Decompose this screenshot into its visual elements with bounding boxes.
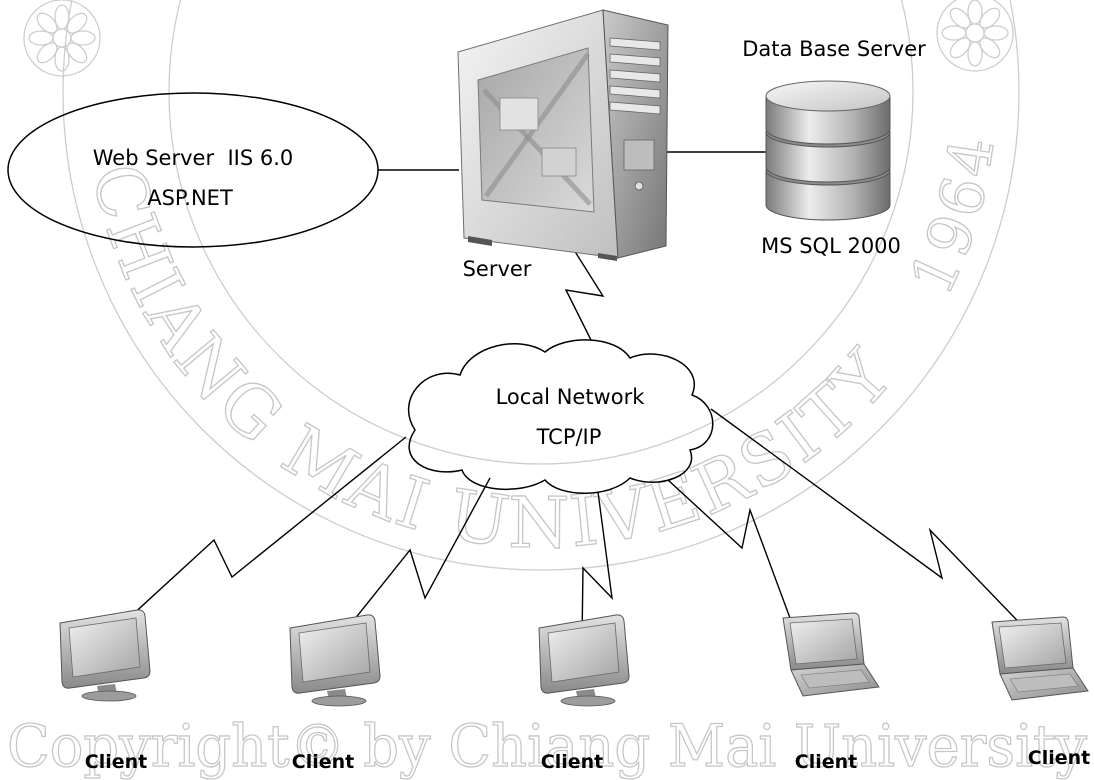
server-component bbox=[541, 147, 577, 177]
rosette-petal bbox=[66, 42, 88, 64]
rosette-petal bbox=[66, 12, 88, 34]
database-disk-top-cap bbox=[765, 80, 891, 112]
client-4: Client bbox=[782, 612, 880, 773]
server-drive-bay bbox=[609, 37, 661, 51]
seal-year-path: 1964 bbox=[896, 132, 1009, 305]
rosette-petal bbox=[54, 4, 70, 30]
web-server-node: Web Server IIS 6.0 ASP.NET bbox=[7, 92, 379, 248]
rosette-petal bbox=[983, 25, 1009, 41]
client-5: Client bbox=[991, 616, 1090, 769]
rosette-petal bbox=[54, 46, 70, 72]
web-server-ellipse bbox=[7, 92, 379, 248]
client-1: Client bbox=[59, 609, 151, 773]
rosette-ring bbox=[23, 0, 101, 77]
client-label: Client bbox=[541, 751, 603, 773]
link-network-to-client-1 bbox=[117, 436, 407, 629]
rosette-petal bbox=[28, 30, 54, 46]
rosette-petal bbox=[949, 7, 971, 29]
laptop-keyboard bbox=[800, 669, 870, 689]
server-foot bbox=[468, 236, 492, 246]
monitor-screen bbox=[547, 622, 620, 683]
laptop-screen bbox=[789, 618, 858, 665]
seal-year: 1964 bbox=[897, 133, 1009, 305]
rosette-right-emblem bbox=[936, 0, 1014, 72]
database-server-title: Data Base Server bbox=[742, 37, 926, 61]
laptop-icon bbox=[782, 612, 880, 697]
server-drive-bay bbox=[609, 69, 661, 83]
monitor-base bbox=[560, 695, 616, 707]
server-drive-bay bbox=[609, 101, 661, 115]
desktop-computer-icon bbox=[59, 609, 151, 702]
server-component bbox=[499, 97, 539, 131]
rosette-petal bbox=[967, 0, 983, 25]
seal-outer-ring bbox=[62, 0, 1020, 571]
link-server-to-network bbox=[564, 249, 605, 341]
server-drive-bay bbox=[609, 85, 661, 99]
monitor-base bbox=[81, 690, 137, 702]
client-label: Client bbox=[292, 751, 354, 773]
network-cloud bbox=[408, 339, 714, 494]
client-label: Client bbox=[85, 751, 147, 773]
database-icon bbox=[765, 80, 891, 221]
copyright-watermark: Copyright© by Chiang Mai University bbox=[7, 712, 1087, 780]
rosette-left-emblem bbox=[23, 0, 101, 77]
link-network-to-client-5 bbox=[710, 408, 1037, 641]
rosette-petal bbox=[967, 41, 983, 67]
server-front-port bbox=[623, 139, 655, 171]
rosette-petal bbox=[36, 12, 58, 34]
client-2: Client bbox=[289, 614, 381, 773]
rosette-petal bbox=[36, 42, 58, 64]
laptop-icon bbox=[991, 616, 1089, 701]
rosette-petal bbox=[70, 30, 96, 46]
monitor-base bbox=[311, 695, 367, 707]
server-foot bbox=[598, 253, 617, 261]
laptop-keyboard bbox=[1009, 673, 1079, 693]
laptop-screen bbox=[998, 622, 1067, 669]
cloud-icon bbox=[408, 339, 714, 494]
server-tower-icon bbox=[457, 9, 669, 261]
network-label: Local Network bbox=[496, 385, 646, 409]
client-label: Client bbox=[1028, 747, 1090, 769]
link-network-to-client-4 bbox=[667, 479, 801, 646]
rosette-petal bbox=[979, 7, 1001, 29]
seal-inner-ring bbox=[168, 0, 914, 465]
web-server-platform-label: ASP.NET bbox=[147, 186, 233, 210]
rosette-petal bbox=[979, 37, 1001, 59]
database-product-label: MS SQL 2000 bbox=[761, 234, 901, 258]
link-network-to-client-3 bbox=[581, 491, 613, 641]
monitor-screen bbox=[298, 622, 371, 683]
server-drive-bay bbox=[609, 53, 661, 67]
server-label: Server bbox=[463, 257, 532, 281]
desktop-computer-icon bbox=[289, 614, 381, 707]
client-3: Client bbox=[538, 614, 630, 773]
network-protocol-label: TCP/IP bbox=[536, 425, 602, 449]
link-network-to-client-2 bbox=[337, 477, 491, 641]
rosette-petal bbox=[941, 25, 967, 41]
monitor-screen bbox=[68, 617, 141, 678]
desktop-computer-icon bbox=[538, 614, 630, 707]
web-server-label: Web Server IIS 6.0 bbox=[93, 146, 293, 170]
connections bbox=[117, 151, 1037, 646]
rosette-ring bbox=[936, 0, 1014, 72]
client-label: Client bbox=[795, 751, 857, 773]
rosette-petal bbox=[949, 37, 971, 59]
power-button-icon bbox=[634, 181, 644, 191]
